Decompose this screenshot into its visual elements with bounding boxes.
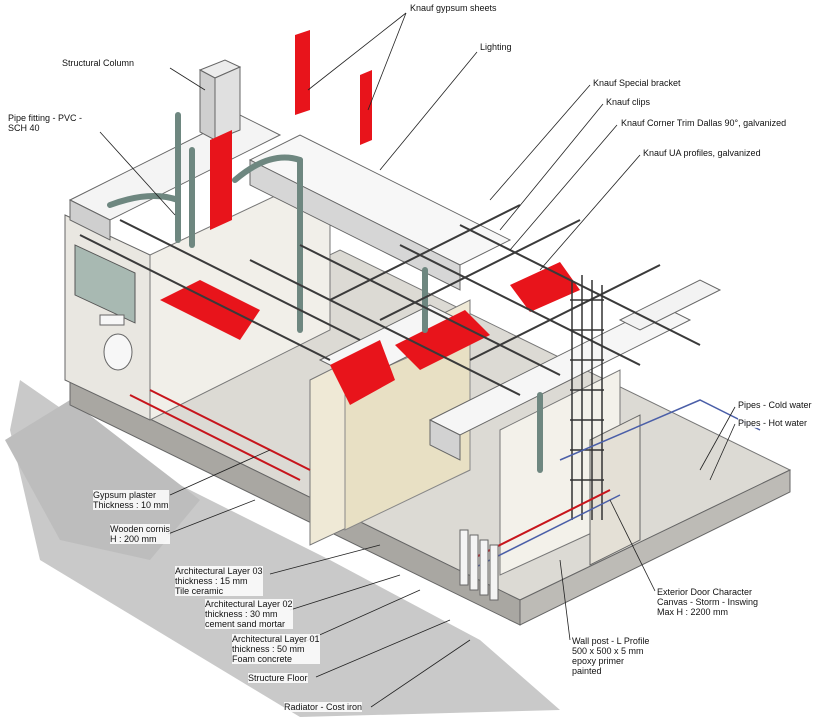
red-duct-2: [360, 70, 372, 145]
red-duct-1: [295, 30, 310, 115]
label-pipes-cold-water: Pipes - Cold water: [738, 400, 812, 410]
label-knauf-gypsum-sheets: Knauf gypsum sheets: [410, 3, 497, 13]
door-wall: [589, 414, 641, 566]
label-structural-column: Structural Column: [62, 58, 135, 68]
red-panel-middle: [395, 310, 490, 370]
toilet: [103, 333, 133, 371]
back-wall: [149, 169, 331, 421]
rebar-column: [570, 275, 604, 520]
red-panel-right: [510, 262, 580, 312]
label-lighting: Lighting: [480, 42, 512, 52]
label-knauf-clips: Knauf clips: [606, 97, 651, 107]
leader-lines: [99, 12, 736, 708]
sink: [99, 314, 125, 326]
beam-right-side: [429, 419, 461, 461]
red-panel-left: [160, 280, 260, 340]
label-pipe-fitting: Pipe fitting - PVC -SCH 40: [8, 113, 83, 133]
label-knauf-ua-profiles: Knauf UA profiles, galvanized: [643, 148, 761, 158]
red-duct-3: [210, 130, 232, 230]
ground-shadow-left: [5, 400, 200, 560]
ceiling-steel-grid: [79, 204, 701, 396]
ground-shadow: [10, 380, 560, 717]
structural-column-front: [199, 69, 216, 141]
label-knauf-special-bracket: Knauf Special bracket: [593, 78, 681, 88]
floor-slab-edge-right: [519, 469, 791, 626]
left-window: [74, 244, 136, 324]
label-radiator: Radiator - Cost iron: [284, 702, 363, 712]
radiator: [459, 529, 499, 601]
label-structure-floor: Structure Floor: [248, 673, 308, 683]
pipe-cluster: [107, 112, 543, 473]
red-panel-center: [330, 340, 395, 405]
beam-cross-side: [69, 199, 111, 241]
structural-column-side: [214, 66, 241, 141]
label-pipes-hot-water: Pipes - Hot water: [738, 418, 808, 428]
label-knauf-corner-trim: Knauf Corner Trim Dallas 90°, galvanized: [621, 118, 787, 128]
